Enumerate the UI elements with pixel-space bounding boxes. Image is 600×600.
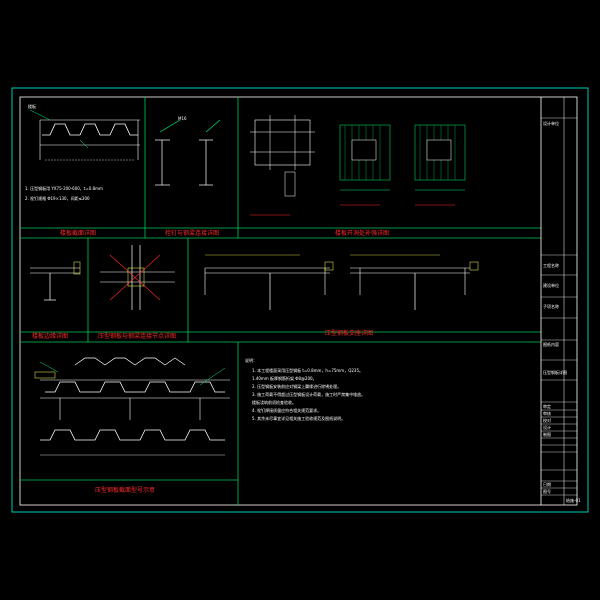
notes-line-4: 3. 施工荷载不得超过压型钢板设计荷载，施工时严禁集中堆放。 [252,391,365,397]
svg-text:M16: M16 [178,116,187,121]
notes-line-5: 楼板浇筑前须检查验收。 [252,399,296,405]
outer-frame [11,87,589,513]
notes-line-1: 1. 本工程楼面采用压型钢板 t=0.8mm，h=75mm，Q235。 [252,367,363,373]
notes-block: 说明： 1. 本工程楼面采用压型钢板 t=0.8mm，h=75mm，Q235。 … [245,357,365,421]
support-detail-drawing [204,254,479,310]
notes-line-3: 2. 压型钢板安装前应对钢梁上翼缘进行除锈处理。 [252,383,341,389]
title-block-check: 校对 [543,417,551,423]
notes-line-7: 5. 其余未尽事宜详见相关施工验收规范及图纸说明。 [252,415,345,421]
notes-line-2: 1.40mm 板厚钢筋桁架 Φ8@200。 [252,375,317,381]
title-block-client: 建设单位 [543,282,559,288]
stud-detail-drawing [155,119,221,186]
deck-profile-drawing [34,357,230,456]
caption-edge-detail: 楼板边缘详图 [32,332,68,340]
beam-joint-drawing [100,245,175,310]
title-block-content-label: 图纸内容 [543,341,559,347]
title-block-subitem: 子项名称 [543,303,559,309]
title-block-draft: 制图 [543,431,551,437]
inner-border [19,96,578,506]
opening-detail-drawing [250,115,466,216]
title-block-design: 设计 [543,424,551,430]
notes-line-6: 4. 栓钉焊接质量应符合相关规范要求。 [252,407,321,413]
notes-title: 说明： [245,357,257,363]
deck-note-2: 2. 栓钉规格 Φ19×130，间距≤300 [25,195,90,201]
section-dividers [20,97,541,505]
caption-deck-section: 楼板截面详图 [60,229,96,237]
edge-detail-drawing [30,261,81,301]
title-block: 设计单位 工程名称 建设单位 子项名称 图纸内容 压型钢板详图 审定 审核 校对… [540,97,581,505]
title-block-project: 工程名称 [543,262,559,268]
title-block-drawing-no: 结施-01 [566,497,581,503]
svg-text:楼板: 楼板 [28,103,36,109]
caption-beam-joint: 压型钢板与钢梁连接节点详图 [98,332,176,340]
deck-section-drawing: 楼板 [28,103,140,161]
deck-note-1: 1. 压型钢板用 YX75-200-600，t=0.8mm [25,185,103,191]
caption-opening-detail: 楼板开洞处补强详图 [335,229,389,237]
title-block-content: 压型钢板详图 [543,369,567,375]
title-block-date: 日期 [543,481,551,487]
title-block-approve: 审定 [543,403,551,409]
caption-deck-profile: 压型钢板截面型号示意 [95,486,155,494]
title-block-review: 审核 [543,410,551,416]
title-block-designer: 设计单位 [543,120,559,126]
caption-support-detail: 压型钢板支座详图 [325,329,373,337]
caption-stud-detail: 栓钉与钢梁连接详图 [165,229,219,237]
title-block-drawing-no-label: 图号 [543,488,551,494]
